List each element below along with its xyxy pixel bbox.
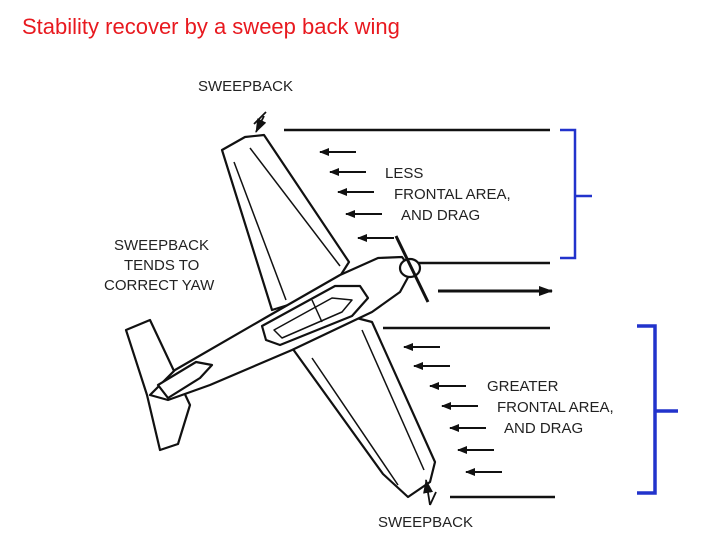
sweep-indicator-line <box>429 491 437 506</box>
label-tends-3: CORRECT YAW <box>104 277 215 294</box>
label-tends-1: SWEEPBACK <box>114 237 209 254</box>
label-tends-2: TENDS TO <box>124 257 199 274</box>
airflow-lines <box>284 128 555 499</box>
bracket-less <box>560 128 592 260</box>
label-greater-drag: AND DRAG <box>504 420 583 437</box>
lower-wing <box>288 313 437 499</box>
upper-wing <box>220 133 351 312</box>
lower-wing-arrows <box>403 343 502 476</box>
bracket-greater <box>637 324 678 495</box>
vertical-fin <box>156 360 214 400</box>
propeller-blade <box>394 235 430 303</box>
page-title: Stability recover by a sweep back wing <box>22 14 400 39</box>
canopy <box>260 284 370 347</box>
sweepback-indicators <box>253 111 437 506</box>
airplane <box>124 133 437 499</box>
upper-wing-arrows <box>319 148 394 242</box>
sweep-indicator-arrow <box>255 115 267 133</box>
label-sweepback-top: SWEEPBACK <box>198 78 293 95</box>
label-greater-frontal: FRONTAL AREA, <box>497 399 614 416</box>
label-greater: GREATER <box>487 378 559 395</box>
label-sweepback-bottom: SWEEPBACK <box>378 514 473 531</box>
label-less-frontal: FRONTAL AREA, <box>394 186 511 203</box>
sweep-indicator-arrow <box>423 479 433 506</box>
label-less: LESS <box>385 165 423 182</box>
label-less-drag: AND DRAG <box>401 207 480 224</box>
